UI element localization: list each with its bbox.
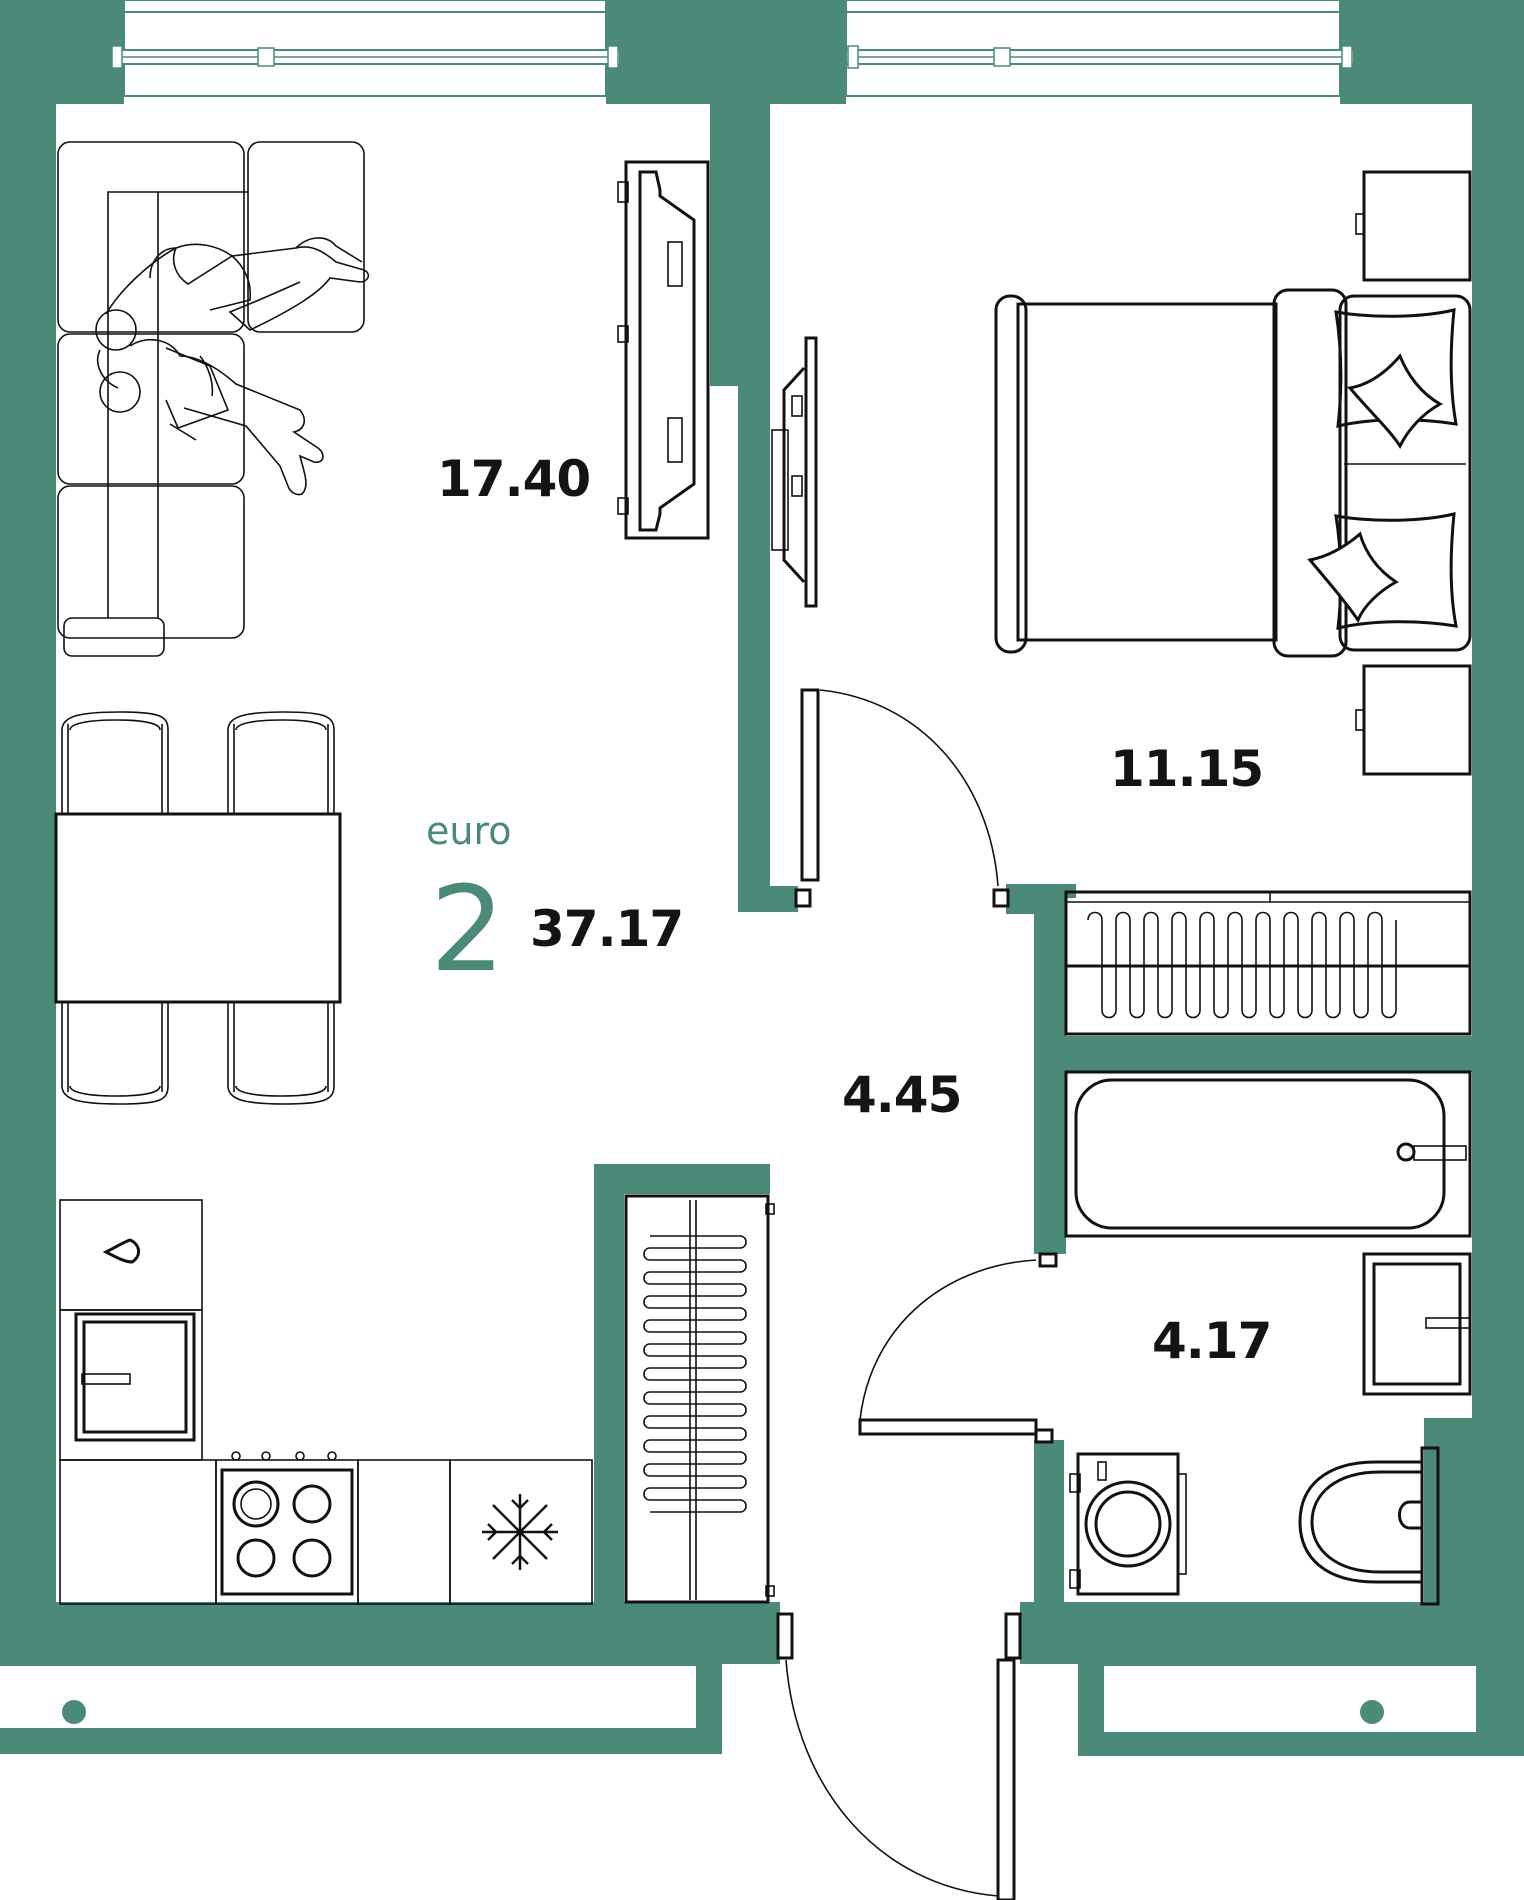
washbasin-icon [1362, 1252, 1472, 1396]
tv-stand-icon [771, 336, 818, 608]
hallway-area: 4.45 [842, 1066, 962, 1124]
stove-icon [215, 1451, 359, 1605]
toilet-icon [1298, 1446, 1440, 1606]
bedroom-area: 11.15 [1110, 740, 1264, 798]
dining-table-icon [54, 812, 342, 1004]
wardrobe-icon [624, 1194, 775, 1604]
sofa-icon [57, 141, 365, 657]
rooms-count: 2 [430, 860, 506, 998]
walls [0, 0, 1524, 1756]
balcony-right [1104, 1666, 1476, 1732]
pillow-icon [1307, 308, 1458, 630]
apartment-type-label: euro [426, 809, 512, 853]
chair-icon [61, 1002, 169, 1105]
tv-stand-icon [617, 160, 710, 540]
nightstand-icon [1355, 664, 1472, 776]
window-icon [845, 0, 1355, 97]
nightstand-icon [1355, 170, 1472, 282]
balcony-left [0, 1666, 696, 1728]
oven-icon [59, 1309, 203, 1461]
door-icon [858, 1252, 1058, 1444]
chair-icon [227, 1002, 335, 1105]
chair-icon [61, 711, 169, 814]
window-icon [111, 0, 621, 97]
bathtub-icon [1064, 1070, 1472, 1238]
total-area: 37.17 [530, 900, 684, 958]
radiator-shelf [1064, 890, 1472, 1036]
washing-machine-icon [1069, 1452, 1187, 1596]
kitchen-sink-icon [59, 1199, 203, 1311]
door-icon [776, 1612, 1022, 1900]
chair-icon [227, 711, 335, 814]
bathroom-area: 4.17 [1152, 1312, 1272, 1370]
living-kitchen-area: 17.40 [437, 450, 591, 508]
door-icon [794, 688, 1010, 908]
people-icon [95, 237, 370, 496]
bed-icon [994, 288, 1472, 658]
fridge-icon [449, 1459, 593, 1605]
